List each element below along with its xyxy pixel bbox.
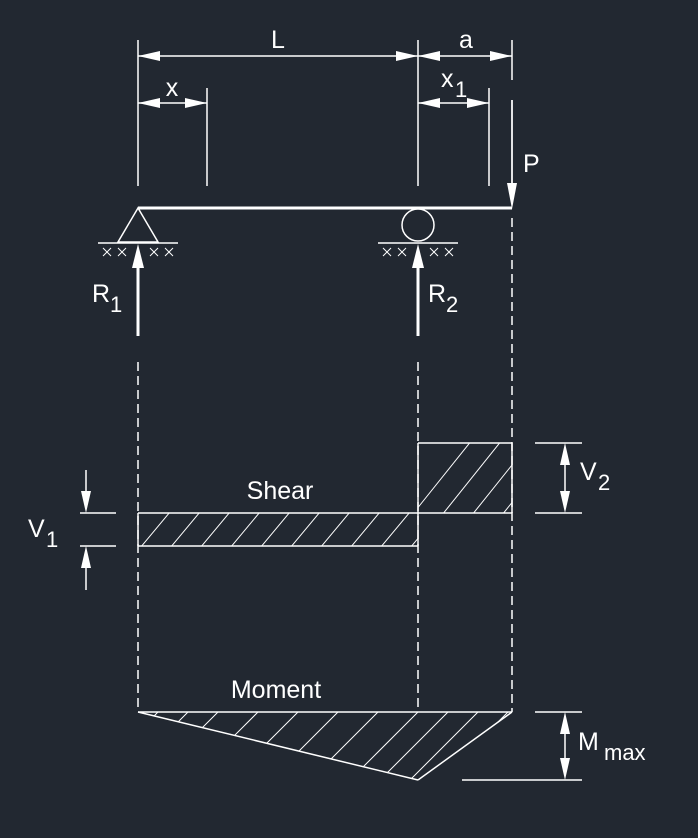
label-x: x	[166, 74, 179, 102]
dimension-V2: V 2	[535, 442, 610, 514]
dimension-L: L	[138, 26, 418, 61]
roller-support-right	[378, 208, 458, 257]
label-R2: R	[428, 280, 446, 308]
extension-lines	[137, 40, 513, 186]
label-V1: V	[28, 515, 45, 543]
label-R1-subscript: 1	[110, 292, 122, 317]
load-P: P	[507, 100, 540, 209]
moment-diagram: Moment	[137, 676, 513, 781]
label-Mmax-subscript: max	[604, 740, 646, 765]
pin-support-left	[98, 206, 178, 257]
label-x1: x	[441, 65, 454, 93]
label-V2: V	[580, 458, 597, 486]
label-shear: Shear	[247, 477, 314, 505]
label-V2-subscript: 2	[598, 470, 610, 495]
label-R2-subscript: 2	[446, 292, 458, 317]
dimension-x: x	[138, 74, 207, 108]
reaction-R1: R 1	[92, 244, 144, 336]
label-moment: Moment	[231, 676, 321, 704]
label-Mmax: M	[578, 728, 599, 756]
dimension-V1: V 1	[28, 470, 116, 590]
reaction-R2: R 2	[412, 244, 458, 336]
label-P: P	[523, 150, 540, 178]
shear-hatch-positive	[418, 443, 512, 513]
shear-hatch-negative	[141, 513, 418, 546]
label-x1-subscript: 1	[455, 77, 467, 102]
label-a: a	[459, 26, 473, 54]
dimension-a: a	[418, 26, 512, 61]
label-R1: R	[92, 280, 110, 308]
label-L: L	[271, 26, 285, 54]
shear-diagram: Shear	[137, 442, 513, 547]
moment-hatch	[138, 712, 512, 780]
dimension-x1: x 1	[418, 65, 489, 108]
label-V1-subscript: 1	[46, 527, 58, 552]
dimension-Mmax: M max	[462, 711, 646, 781]
